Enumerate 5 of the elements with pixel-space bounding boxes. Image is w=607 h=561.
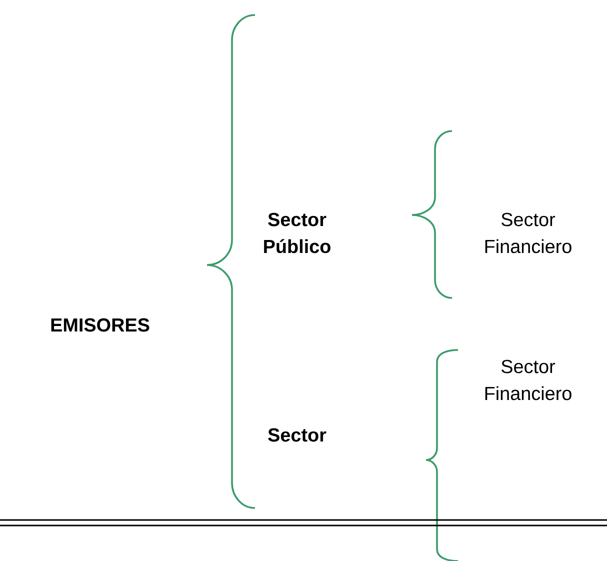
- label: Sector: [268, 428, 326, 442]
- label: Sector Público: [264, 212, 330, 254]
- label: Sector Financiero: [485, 360, 572, 400]
- label: EMISORES: [51, 318, 150, 332]
- label: Sector Financiero: [485, 212, 572, 254]
